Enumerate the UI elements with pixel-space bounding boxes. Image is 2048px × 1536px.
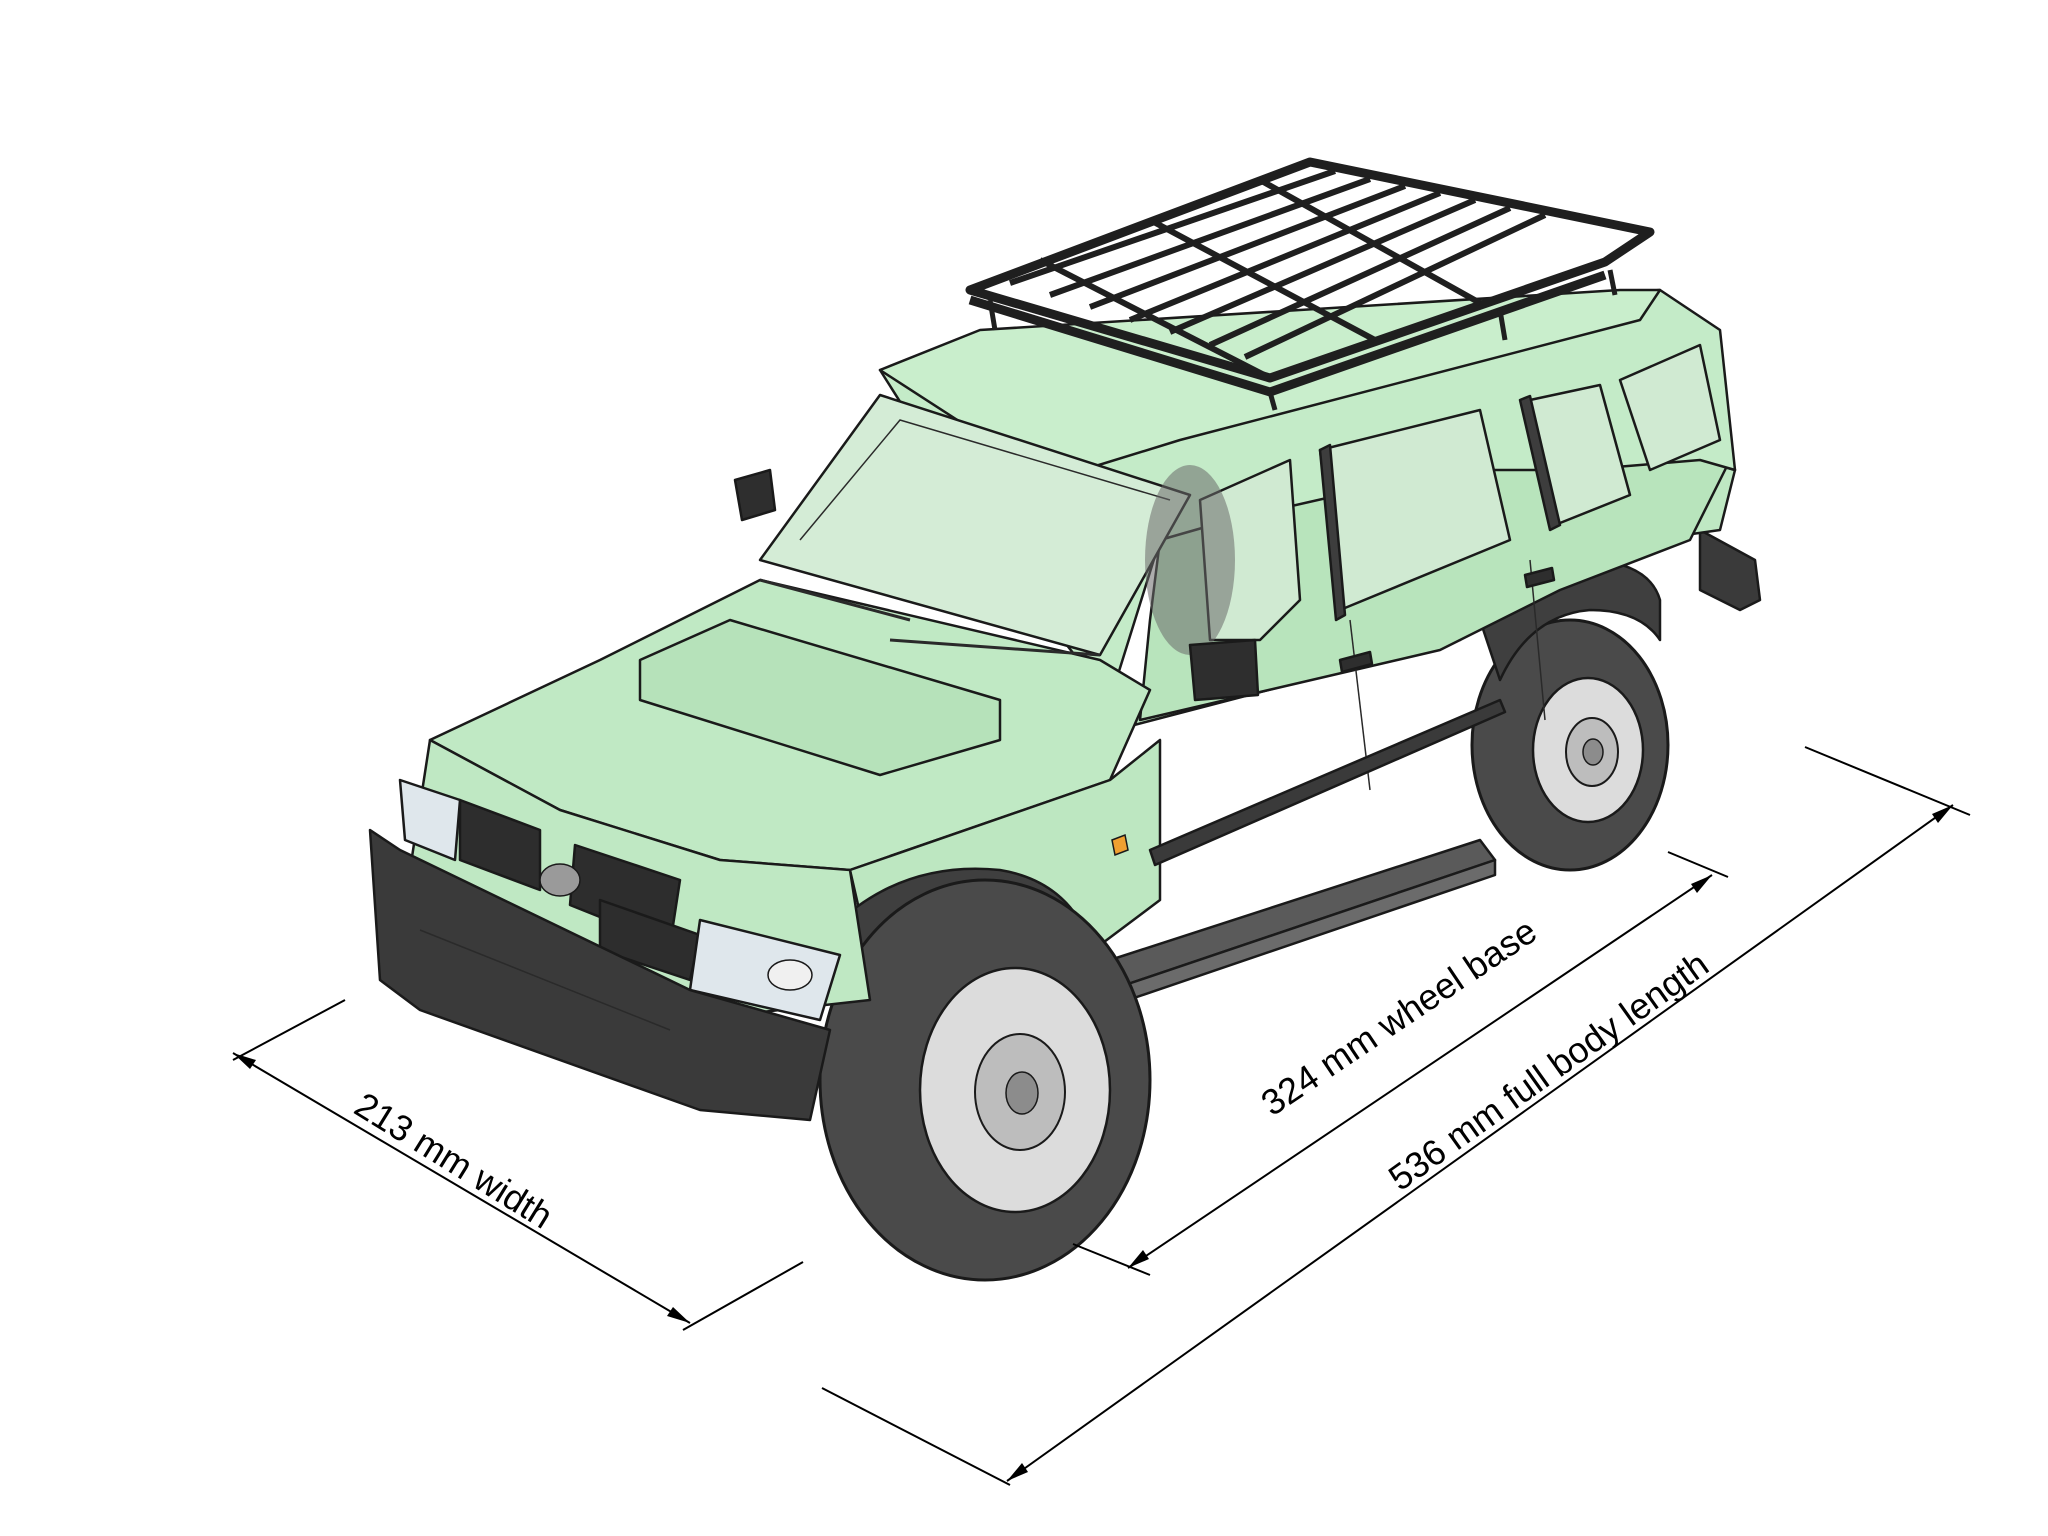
rear-right-tire xyxy=(1470,618,1670,872)
roof-rack xyxy=(965,157,1655,411)
wheel-base-dimension: 324 mm wheel base xyxy=(1072,851,1729,1276)
brand-emblem xyxy=(539,863,581,897)
front-right-tire xyxy=(818,878,1152,1282)
side-marker-light xyxy=(1111,833,1129,857)
width-label: 213 mm width xyxy=(348,1084,560,1237)
vehicle-illustration xyxy=(368,157,1762,1282)
